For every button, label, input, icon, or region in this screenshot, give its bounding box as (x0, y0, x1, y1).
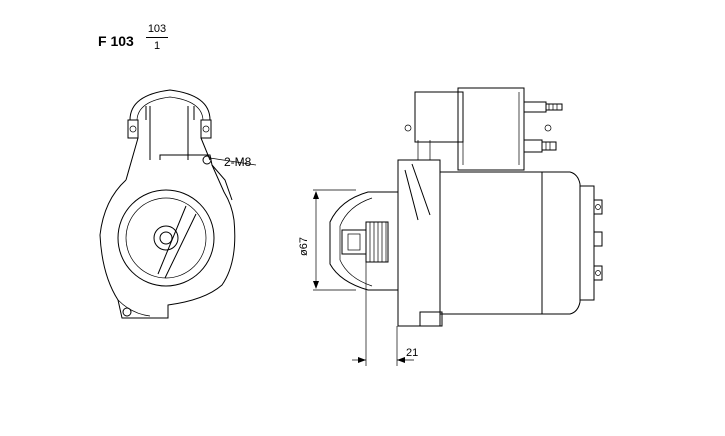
mount-leader (209, 157, 257, 166)
shaft-bore (159, 231, 173, 245)
part-code: F 103 (98, 33, 134, 49)
pinion-gear (365, 221, 389, 263)
terminal-stud-bottom (541, 141, 557, 151)
front-housing (99, 164, 236, 319)
fraction-numerator: 103 (146, 22, 168, 38)
mount-hole-top (202, 155, 212, 165)
motor-body (439, 171, 543, 315)
solenoid-cap (414, 91, 464, 143)
end-cap (542, 171, 581, 315)
hub (153, 225, 179, 251)
pinion-shaft (341, 229, 367, 255)
mount-label: 2-M8 (224, 155, 252, 169)
right-ear (200, 119, 212, 139)
diameter-label: ø67 (298, 237, 310, 256)
nose-housing (329, 191, 398, 291)
solenoid-hump (129, 89, 211, 121)
fraction-denominator: 1 (153, 40, 161, 52)
terminal-stud-top (545, 103, 563, 111)
mount-hole-bottom (122, 307, 132, 317)
left-ear (127, 119, 139, 139)
flange-ring (117, 189, 215, 287)
side-view: ø67 21 (298, 87, 603, 366)
length-label: 21 (406, 347, 418, 359)
front-view: 2-M8 (99, 89, 257, 319)
part-fraction: 103 1 (146, 22, 168, 53)
solenoid-body (457, 87, 525, 171)
